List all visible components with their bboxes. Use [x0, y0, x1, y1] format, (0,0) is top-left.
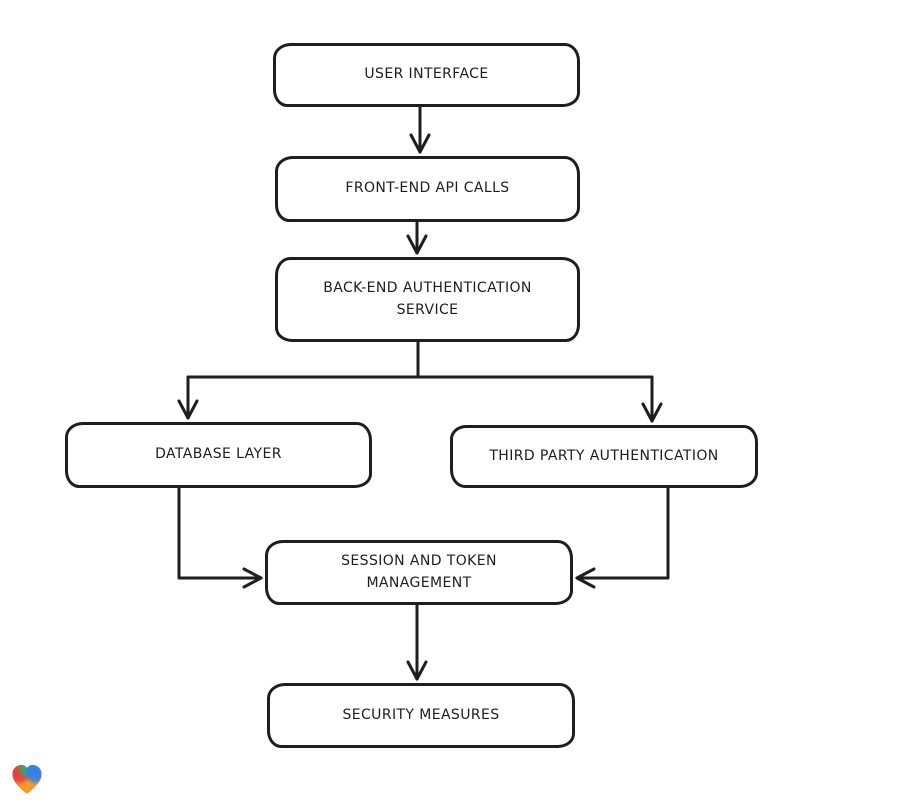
edge-database-layer-to-session-and-token-management — [177, 486, 263, 589]
node-label: THIRD PARTY AUTHENTICATION — [489, 447, 719, 464]
gradient-heart-logo-badge[interactable] — [9, 761, 45, 797]
node-security-measures: SECURITY MEASURES — [267, 683, 575, 748]
node-front-end-api-calls: FRONT-END API CALLS — [275, 156, 580, 222]
node-session-and-token-management: SESSION AND TOKEN MANAGEMENT — [265, 540, 573, 605]
gradient-heart-icon — [12, 764, 42, 794]
node-database-layer: DATABASE LAYER — [65, 422, 372, 488]
edge-third-party-authentication-to-session-and-token-management — [575, 486, 670, 589]
node-third-party-authentication: THIRD PARTY AUTHENTICATION — [450, 425, 758, 488]
node-label: USER INTERFACE — [364, 66, 489, 83]
node-user-interface: USER INTERFACE — [273, 43, 580, 107]
node-label: FRONT-END API CALLS — [345, 180, 510, 197]
node-label: SECURITY MEASURES — [342, 706, 500, 723]
node-label: DATABASE LAYER — [155, 446, 282, 463]
node-label: SESSION AND TOKEN MANAGEMENT — [341, 552, 497, 591]
node-label: BACK-END AUTHENTICATION SERVICE — [323, 279, 532, 318]
node-back-end-authentication-service: BACK-END AUTHENTICATION SERVICE — [275, 257, 580, 342]
